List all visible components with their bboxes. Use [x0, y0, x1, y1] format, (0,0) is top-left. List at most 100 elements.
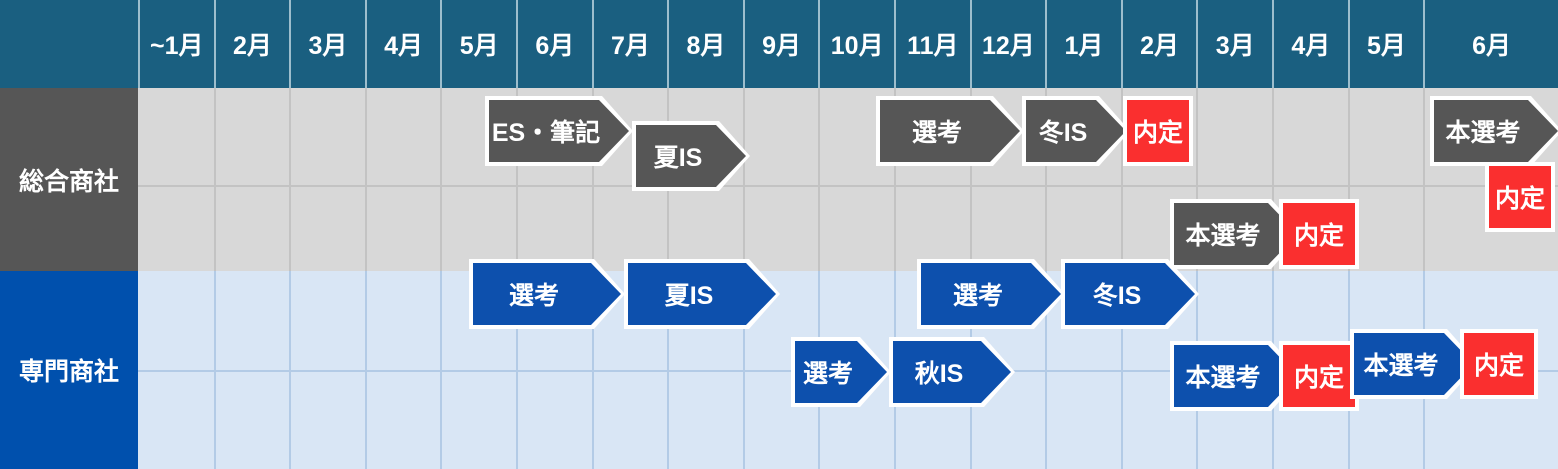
row-label-specialty-trading: 専門商社	[0, 271, 138, 469]
timeline-node-gen-natsu-is: 夏IS	[636, 125, 746, 187]
timeline-node-spc-senko-3: 選考	[795, 341, 887, 403]
timeline-node-gen-naitei-1: 内定	[1123, 96, 1193, 166]
node-fill: 内定	[1127, 100, 1189, 162]
grid-vline	[289, 88, 292, 271]
row-label-text: 専門商社	[18, 358, 119, 386]
month-header-label: 10月	[830, 32, 884, 60]
month-header-cell: 6月	[516, 0, 592, 88]
node-fill: ES・筆記	[489, 100, 629, 162]
month-header-label: 12月	[981, 32, 1035, 60]
grid-hline	[138, 185, 1558, 187]
timeline-node-spc-senko-2: 選考	[921, 263, 1061, 325]
timeline-node-gen-honsenko-mid: 本選考	[1174, 203, 1298, 265]
month-header-label: ~1月	[150, 32, 204, 60]
grid-vline	[289, 271, 292, 469]
timeline-node-spc-naitei-1: 内定	[1279, 341, 1359, 411]
node-fill: 冬IS	[1065, 263, 1195, 325]
grid-vline	[894, 88, 896, 271]
month-header-cell: 6月	[1423, 0, 1558, 88]
timeline-node-gen-senko: 選考	[880, 100, 1020, 162]
month-header-label: 6月	[535, 32, 575, 60]
timeline-node-spc-aki-is: 秋IS	[893, 341, 1011, 403]
month-header-label: 11月	[907, 32, 959, 60]
grid-vline	[591, 271, 594, 469]
month-header-label: 8月	[686, 32, 726, 60]
grid-vline	[969, 88, 972, 271]
node-label: ES・筆記	[491, 119, 601, 147]
node-label: 選考	[802, 360, 853, 388]
grid-vline	[667, 271, 670, 469]
month-header-cell: 12月	[969, 0, 1046, 88]
node-label: 本選考	[1363, 352, 1439, 380]
node-fill: 内定	[1283, 203, 1355, 265]
timeline-node-spc-fuyu-is: 冬IS	[1065, 263, 1195, 325]
month-header-label: 5月	[1366, 32, 1406, 60]
month-header-label: 2月	[1140, 32, 1180, 60]
month-header-label: 3月	[1215, 32, 1255, 60]
grid-vline	[213, 88, 216, 271]
month-header-label: 6月	[1472, 32, 1512, 60]
month-header-label: 1月	[1064, 32, 1104, 60]
node-label: 選考	[508, 282, 559, 310]
node-label: 本選考	[1185, 364, 1261, 392]
node-label: 選考	[952, 282, 1003, 310]
month-header-label: 9月	[762, 32, 802, 60]
timeline-node-gen-fuyu-is: 冬IS	[1026, 100, 1126, 162]
month-header-cell: 5月	[440, 0, 516, 88]
node-fill: 選考	[880, 100, 1020, 162]
month-header-cell: 4月	[364, 0, 441, 88]
month-header-label: 4月	[384, 32, 424, 60]
grid-vline	[742, 88, 745, 271]
row-label-text: 総合商社	[18, 167, 119, 196]
header-corner-cell	[0, 0, 138, 88]
grid-vline	[1045, 88, 1048, 271]
node-label: 内定	[1473, 352, 1524, 380]
node-label: 内定	[1494, 185, 1545, 213]
month-header-cell: ~1月	[138, 0, 214, 88]
grid-vline	[516, 271, 518, 469]
month-header-cell: 3月	[1196, 0, 1272, 88]
grid-vline	[516, 88, 518, 271]
node-label: 冬IS	[1038, 119, 1088, 147]
grid-vline	[1196, 88, 1199, 271]
month-header-cell: 9月	[742, 0, 819, 88]
month-header-cell: 4月	[1272, 0, 1348, 88]
month-header-label: 5月	[459, 32, 499, 60]
node-label: 本選考	[1185, 222, 1261, 250]
grid-vline	[440, 271, 443, 469]
node-fill: 冬IS	[1026, 100, 1126, 162]
node-label: 内定	[1293, 364, 1344, 392]
grid-vline	[1045, 271, 1048, 469]
node-label: 夏IS	[664, 282, 714, 310]
node-label: 内定	[1132, 119, 1183, 147]
month-header-label: 3月	[308, 32, 348, 60]
grid-vline	[440, 88, 443, 271]
month-header-cell: 1月	[1045, 0, 1121, 88]
grid-vline	[364, 271, 367, 469]
timeline-node-spc-natsu-is: 夏IS	[628, 263, 776, 325]
row-label-general-trading: 総合商社	[0, 88, 138, 271]
month-header-label: 7月	[610, 32, 650, 60]
month-header-cell: 8月	[667, 0, 743, 88]
node-label: 秋IS	[914, 360, 964, 388]
node-fill: 内定	[1283, 345, 1355, 407]
node-fill: 選考	[473, 263, 621, 325]
node-fill: 本選考	[1434, 100, 1558, 162]
month-header-cell: 2月	[213, 0, 290, 88]
month-header-label: 4月	[1291, 32, 1331, 60]
node-fill: 本選考	[1174, 203, 1298, 265]
node-fill: 内定	[1464, 333, 1534, 395]
timeline-node-spc-honsenko-2: 本選考	[1354, 333, 1474, 395]
grid-vline	[1272, 88, 1274, 271]
node-fill: 選考	[921, 263, 1061, 325]
node-label: 夏IS	[653, 144, 703, 172]
month-header-cell: 10月	[818, 0, 894, 88]
node-label: 内定	[1293, 222, 1344, 250]
node-label: 本選考	[1445, 119, 1521, 147]
node-fill: 本選考	[1354, 333, 1474, 395]
grid-vline	[364, 88, 367, 271]
grid-vline	[1120, 88, 1123, 271]
timeline-node-gen-honsenko-right: 本選考	[1434, 100, 1558, 162]
node-fill: 夏IS	[628, 263, 776, 325]
